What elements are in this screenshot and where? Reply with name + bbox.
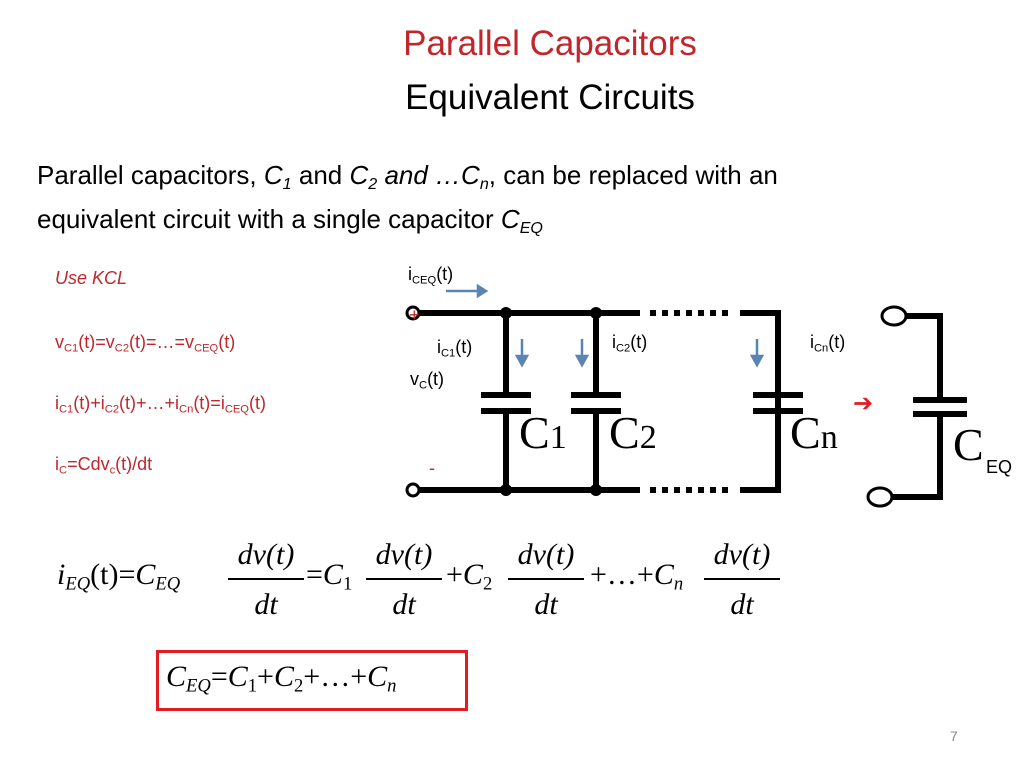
c2-symbol: C2: [349, 160, 378, 193]
fraction-bar: [228, 578, 304, 580]
note-capacitor-law: iC=Cdvc(t)/dt: [55, 454, 153, 477]
cn-symbol: and …Cn: [377, 160, 489, 193]
page-number: 7: [950, 728, 958, 744]
slide-subtitle: Equivalent Circuits: [405, 78, 695, 117]
ceq-top-terminal: [880, 305, 908, 327]
fraction-numerator: dv(t): [375, 538, 433, 571]
junction-dot: [500, 484, 512, 496]
fraction-bar: [508, 578, 584, 580]
ceq-plates: [913, 397, 967, 417]
junction-dot: [500, 307, 512, 319]
fraction-denominator: dt: [392, 588, 416, 621]
ceq-bottom-terminal: [866, 486, 894, 508]
junction-dot: [590, 307, 602, 319]
label-c1: C1: [519, 407, 567, 458]
junction-dot: [590, 484, 602, 496]
label-ic2: iC2(t): [612, 332, 648, 355]
fraction-bar: [704, 578, 780, 580]
slide-title: Parallel Capacitors: [403, 24, 697, 63]
c2-plates: [571, 392, 621, 414]
equation-term-c2: +C2: [446, 558, 493, 595]
equation-term-cn: +…+Cn: [590, 558, 684, 595]
equivalence-arrow-icon: ➔: [853, 390, 874, 417]
c1-plates: [481, 392, 531, 414]
equation-ieq-lhs: iEQ(t)=CEQ: [57, 558, 181, 595]
fraction-bar: [366, 578, 442, 580]
ceq-symbol: CEQ: [500, 203, 543, 237]
cn-plates: [753, 392, 803, 414]
intro-paragraph: Parallel capacitors, C1 and C2 and …Cn, …: [37, 158, 997, 246]
fraction-denominator: dt: [730, 588, 754, 621]
c1-symbol: C1: [263, 160, 292, 193]
fraction-numerator: dv(t): [237, 538, 295, 571]
intro-text: and: [291, 160, 350, 190]
top-terminal: [405, 305, 421, 321]
intro-text: , can be replaced with an: [488, 160, 778, 190]
label-c2: C2: [609, 407, 657, 458]
fraction-denominator: dt: [534, 588, 558, 621]
intro-text: equivalent circuit with a single capacit…: [37, 203, 501, 234]
bottom-terminal: [405, 482, 421, 498]
note-voltage-equality: vC1(t)=vC2(t)=…=vCEQ(t): [55, 332, 236, 355]
label-plus: +: [409, 305, 420, 325]
fraction-numerator: dv(t): [713, 538, 771, 571]
note-current-sum: iC1(t)+iC2(t)+…+iCn(t)=iCEQ(t): [55, 393, 266, 416]
fraction-denominator: dt: [254, 588, 278, 621]
intro-text: Parallel capacitors,: [37, 160, 264, 190]
right-wire: [740, 310, 781, 493]
label-iceq: iCEQ(t): [408, 264, 454, 287]
label-minus: -: [429, 458, 435, 478]
label-icn: iCn(t): [810, 332, 846, 355]
equation-ceq-sum: CEQ=C1+C2+…+Cn: [166, 660, 397, 697]
label-ceq: C: [953, 419, 984, 470]
label-ceq-sub: EQ: [986, 457, 1013, 477]
label-ic1: iC1(t): [437, 337, 473, 360]
label-cn: Cn: [790, 407, 838, 458]
result-equation-box: [156, 650, 468, 711]
equation-term-c1: =C1: [306, 558, 353, 595]
label-vc: vC(t): [410, 369, 445, 392]
note-use-kcl: Use KCL: [55, 268, 128, 288]
ceq-wire: [887, 313, 943, 500]
fraction-numerator: dv(t): [517, 538, 575, 571]
